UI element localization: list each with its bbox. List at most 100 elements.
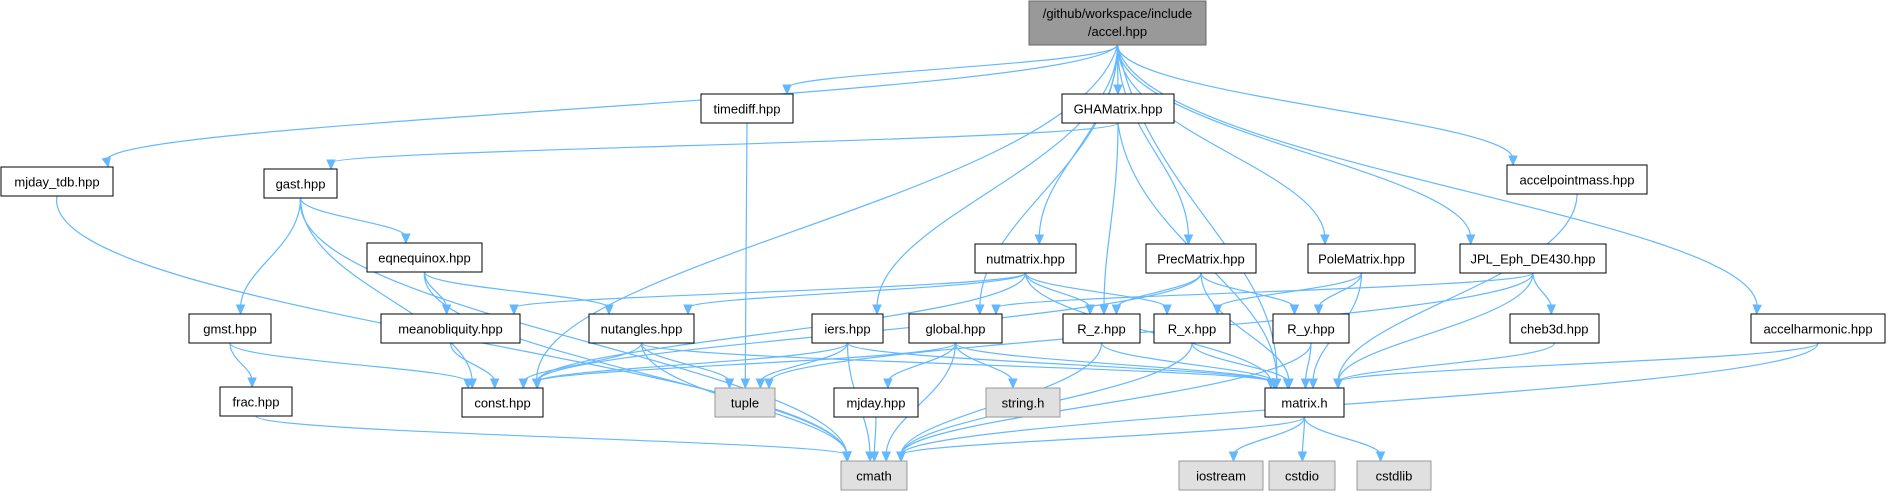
node-tuple: tuple (714, 387, 776, 418)
node-global[interactable]: global.hpp (908, 313, 1003, 344)
node-nutangles[interactable]: nutangles.hpp (588, 313, 695, 344)
node-r-x[interactable]: R_x.hpp (1153, 313, 1231, 344)
edge-root-to-iers (872, 44, 1119, 316)
dependency-edges (56, 44, 1819, 463)
edge-gast-to-const (299, 197, 477, 390)
node-accelpointmass[interactable]: accelpointmass.hpp (1506, 164, 1648, 195)
edge-gmst-to-frac (229, 342, 257, 389)
node-label: mjday_tdb.hpp (14, 175, 99, 190)
edge-frac-to-cmath (255, 415, 852, 463)
node-label: R_x.hpp (1168, 322, 1216, 337)
node-nutmatrix[interactable]: nutmatrix.hpp (974, 243, 1077, 274)
edge-root-to-accelpointmass (1116, 44, 1518, 167)
edge-root-to-jpl (1116, 44, 1476, 246)
edge-root-to-precmatrix (1116, 44, 1194, 246)
node-precmatrix[interactable]: PrecMatrix.hpp (1145, 243, 1257, 274)
edge-root-to-accelharmonic (1116, 44, 1762, 316)
edge-jpl-to-tuple (764, 272, 1534, 390)
edge-root-to-polematrix (1116, 44, 1330, 246)
edge-global-to-string_h (954, 342, 1018, 390)
edge-timediff-to-tuple (740, 122, 751, 390)
edge-matrix-to-cmath (896, 416, 1306, 463)
node-label: nutmatrix.hpp (986, 252, 1065, 267)
node-label: tuple (731, 396, 759, 411)
edge-polematrix-to-r_y (1313, 272, 1363, 316)
edge-nutmatrix-to-nutangles (683, 272, 1027, 316)
edge-root-to-global (975, 44, 1119, 316)
edge-eqnequinox-to-nutangles (423, 271, 614, 316)
edge-mjday-to-cmath (869, 416, 880, 463)
edge-global-to-const (532, 342, 957, 390)
node-string-h: string.h (985, 387, 1061, 418)
edge-matrix-to-iostream (1228, 416, 1306, 463)
edge-gmst-to-const (229, 342, 473, 390)
node-label: PoleMatrix.hpp (1318, 252, 1405, 267)
edge-root-to-mjday_tdb (101, 44, 1119, 169)
edge-iers-to-tuple (755, 342, 849, 390)
node-label: mjday.hpp (846, 396, 905, 411)
node-label: matrix.h (1281, 396, 1327, 411)
node-label: R_y.hpp (1287, 322, 1334, 337)
node-label: meanobliquity.hpp (398, 322, 503, 337)
node-label: string.h (1002, 396, 1045, 411)
node-label: R_z.hpp (1077, 322, 1125, 337)
node-label: JPL_Eph_DE430.hpp (1470, 252, 1595, 267)
edge-gast-to-eqnequinox (299, 197, 411, 245)
edge-eqnequinox-to-meanobliquity (423, 271, 452, 316)
node-label: global.hpp (926, 322, 986, 337)
node-label: iers.hpp (824, 322, 870, 337)
node-accelharmonic[interactable]: accelharmonic.hpp (1750, 313, 1886, 344)
node-r-y[interactable]: R_y.hpp (1272, 313, 1350, 344)
edge-precmatrix-to-r_y (1200, 272, 1300, 316)
node-matrix[interactable]: matrix.h (1264, 387, 1345, 418)
node-meanobliquity[interactable]: meanobliquity.hpp (380, 313, 521, 344)
node-label: timediff.hpp (714, 102, 781, 117)
node-gmst[interactable]: gmst.hpp (188, 313, 272, 344)
node-label: eqnequinox.hpp (378, 251, 471, 266)
node-frac[interactable]: frac.hpp (219, 386, 293, 417)
edge-eqnequinox-to-cmath (423, 271, 852, 463)
node-timediff[interactable]: timediff.hpp (700, 93, 794, 124)
node-eqnequinox[interactable]: eqnequinox.hpp (366, 242, 483, 273)
edge-root-to-nutmatrix (1034, 44, 1119, 246)
edge-matrix-to-cstdlib (1303, 416, 1386, 463)
edge-nutmatrix-to-r_x (1024, 272, 1172, 316)
edge-r_y-to-matrix (1300, 342, 1312, 390)
edge-accelpointmass-to-matrix (1333, 193, 1578, 390)
edge-global-to-cmath (881, 342, 957, 463)
node-label: gast.hpp (276, 177, 326, 192)
edge-iers-to-matrix (846, 342, 1276, 390)
node-iers[interactable]: iers.hpp (811, 313, 884, 344)
node-cheb3d[interactable]: cheb3d.hpp (1509, 313, 1600, 344)
node-label: accelharmonic.hpp (1763, 322, 1872, 337)
node-label: nutangles.hpp (601, 322, 683, 337)
edge-jpl-to-matrix (1333, 272, 1534, 390)
node-label: gmst.hpp (203, 322, 256, 337)
edge-polematrix-to-r_x (1212, 272, 1363, 316)
node-ghamatrix[interactable]: GHAMatrix.hpp (1061, 93, 1175, 124)
node-mjday-tdb[interactable]: mjday_tdb.hpp (0, 166, 114, 197)
node-mjday[interactable]: mjday.hpp (833, 387, 919, 418)
edge-nutangles-to-const (518, 342, 643, 390)
node-label: const.hpp (474, 396, 530, 411)
node-iostream: iostream (1178, 460, 1264, 491)
node-gast[interactable]: gast.hpp (263, 168, 338, 199)
node-r-z[interactable]: R_z.hpp (1062, 313, 1141, 344)
edge-r_x-to-matrix (1191, 342, 1293, 390)
node-jpl[interactable]: JPL_Eph_DE430.hpp (1459, 243, 1607, 274)
node-const[interactable]: const.hpp (461, 387, 544, 418)
root-label-line1: /github/workspace/include (1043, 6, 1193, 21)
edge-jpl-to-cheb3d (1532, 272, 1557, 316)
node-label: GHAMatrix.hpp (1074, 102, 1163, 117)
edge-global-to-mjday (883, 342, 957, 390)
node-label: cstdio (1285, 469, 1319, 484)
root-label-line2: /accel.hpp (1088, 24, 1147, 39)
edge-r_z-to-matrix (1100, 342, 1279, 390)
node-root[interactable]: /github/workspace/include/accel.hpp (1028, 0, 1207, 46)
edge-root-to-timediff (782, 44, 1119, 96)
node-label: cstdlib (1376, 469, 1413, 484)
node-label: frac.hpp (233, 395, 280, 410)
node-polematrix[interactable]: PoleMatrix.hpp (1307, 243, 1416, 274)
